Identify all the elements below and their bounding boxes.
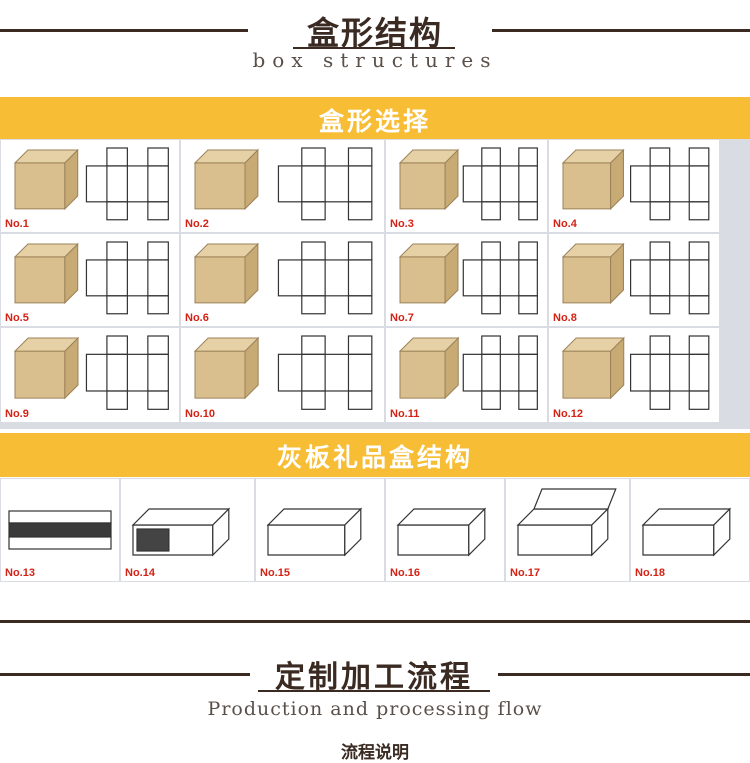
box-illustration [561, 147, 710, 221]
box-cell: No.2 [181, 140, 384, 232]
box-number-label: No.3 [390, 218, 414, 230]
box-cell: No.8 [549, 234, 719, 326]
box-illustration [398, 241, 538, 315]
box-cell: No.3 [386, 140, 547, 232]
box-cell: No.10 [181, 328, 384, 422]
box-illustration [13, 147, 169, 221]
header-rule-left [0, 29, 248, 32]
gift-box-illustration [8, 510, 112, 550]
section-band-box-selection [0, 97, 750, 139]
box-number-label: No.17 [510, 567, 540, 579]
section-title-box-selection: 盒形选择 [318, 107, 431, 136]
header-rule-right [492, 29, 750, 32]
box-cell: No.7 [386, 234, 547, 326]
box-number-label: No.16 [390, 567, 420, 579]
gift-box-illustration [516, 488, 617, 557]
gift-box-cell: No.16 [386, 479, 504, 581]
box-number-label: No.18 [635, 567, 665, 579]
gift-box-illustration [396, 507, 487, 557]
box-number-label: No.12 [553, 408, 583, 420]
box-cell: No.1 [1, 140, 179, 232]
box-cell: No.9 [1, 328, 179, 422]
box-illustration [193, 335, 373, 410]
box-cell: No.5 [1, 234, 179, 326]
page-title-underline [293, 47, 455, 49]
box-illustration [398, 335, 538, 410]
box-cell: No.11 [386, 328, 547, 422]
box-illustration [561, 241, 710, 315]
gift-box-illustration [266, 507, 363, 557]
gift-box-cell: No.18 [631, 479, 749, 581]
box-number-label: No.6 [185, 312, 209, 324]
gift-box-cell: No.17 [506, 479, 629, 581]
box-illustration [193, 241, 373, 315]
box-illustration [561, 335, 710, 410]
box-number-label: No.4 [553, 218, 577, 230]
page-subtitle: box structures [252, 48, 498, 72]
box-number-label: No.5 [5, 312, 29, 324]
box-illustration [193, 147, 373, 221]
box-cell: No.12 [549, 328, 719, 422]
section-title-gift-box: 灰板礼品盒结构 [276, 443, 473, 472]
gift-box-cell: No.15 [256, 479, 384, 581]
box-number-label: No.7 [390, 312, 414, 324]
gift-box-cell: No.14 [121, 479, 254, 581]
box-illustration [398, 147, 538, 221]
box-grid-gift: No.13 No.14 No.15 No.16 No.17 No.18 [0, 478, 750, 582]
section-band-gift-box [0, 433, 750, 477]
box-number-label: No.15 [260, 567, 290, 579]
footer-subtitle: Production and processing flow [207, 698, 543, 720]
gift-box-illustration [641, 507, 732, 557]
box-number-label: No.10 [185, 408, 215, 420]
box-number-label: No.2 [185, 218, 209, 230]
box-number-label: No.1 [5, 218, 29, 230]
footer-divider [0, 620, 750, 623]
page-title: 盒形结构 [306, 14, 443, 52]
footer-partial-label: 流程说明 [341, 743, 409, 763]
footer-title: 定制加工流程 [275, 660, 473, 695]
box-cell: No.6 [181, 234, 384, 326]
footer-rule-left [0, 673, 250, 676]
gift-box-cell: No.13 [1, 479, 119, 581]
box-cell: No.4 [549, 140, 719, 232]
box-number-label: No.13 [5, 567, 35, 579]
footer-rule-right [498, 673, 750, 676]
box-number-label: No.9 [5, 408, 29, 420]
footer-title-underline [258, 690, 490, 692]
gift-box-illustration [131, 507, 231, 557]
box-number-label: No.8 [553, 312, 577, 324]
box-illustration [13, 241, 169, 315]
box-number-label: No.14 [125, 567, 155, 579]
box-illustration [13, 335, 169, 410]
box-number-label: No.11 [390, 408, 420, 420]
